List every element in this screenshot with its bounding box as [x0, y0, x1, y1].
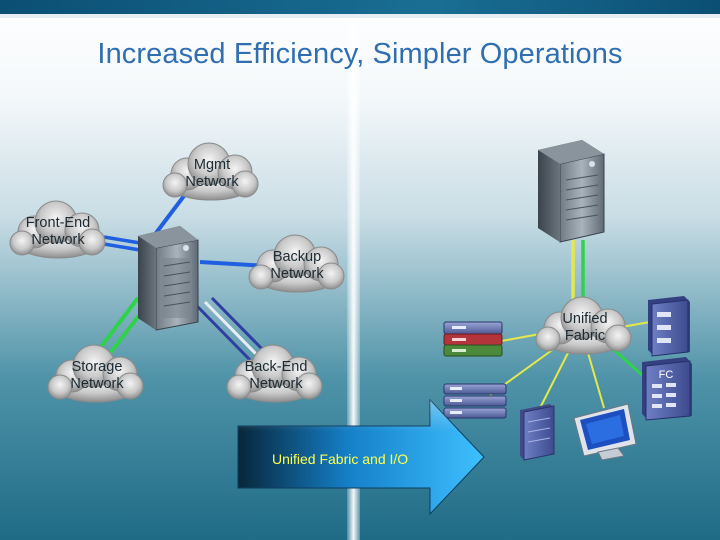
unified-uplink	[571, 240, 585, 302]
rack-server-stack-icon	[443, 383, 507, 419]
storage-array-icon	[648, 296, 690, 357]
back-end-network-label: Back-End Network	[244, 359, 308, 392]
backup-network-label: Backup Network	[270, 249, 324, 282]
unified-fabric-arrow-label: Unified Fabric and I/O	[272, 451, 409, 467]
unified-fabric-label: Unified Fabric	[562, 311, 608, 344]
slide-divider	[347, 18, 360, 540]
switch-stack-icon	[443, 321, 503, 357]
blade-server-icon	[520, 404, 555, 461]
fc-tag: FC	[659, 369, 674, 381]
storage-network-label: Storage Network	[70, 359, 124, 392]
slide-title: Increased Efficiency, Simpler Operations	[97, 38, 623, 70]
back-end-link	[195, 296, 267, 362]
fc-storage-array-icon: FC	[642, 357, 692, 421]
server-tower-icon	[138, 226, 199, 331]
monitor-icon	[573, 403, 637, 461]
unified-fabric-arrow-icon	[237, 398, 485, 516]
front-end-network-label: Front-End Network	[25, 215, 91, 248]
mgmt-network-label: Mgmt Network	[185, 157, 239, 190]
server-tower-icon	[538, 140, 605, 243]
front-end-link	[103, 235, 141, 252]
top-banner	[0, 0, 720, 14]
top-banner-stripe	[0, 14, 720, 18]
